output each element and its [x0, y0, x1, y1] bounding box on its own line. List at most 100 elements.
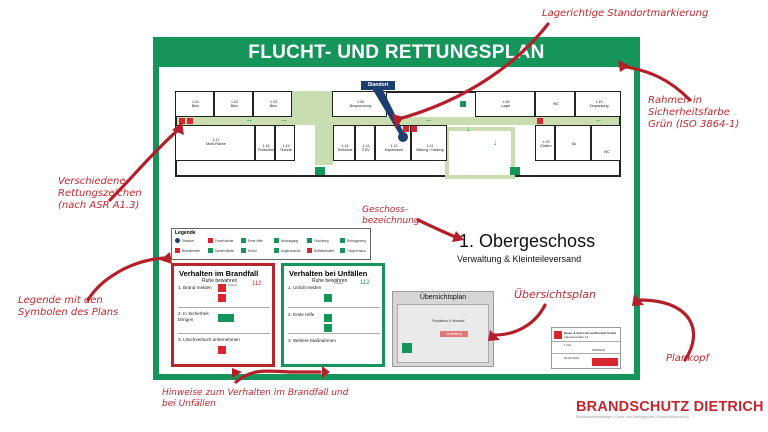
phone-number: 112 [360, 280, 370, 286]
fire-box-subtitle: Ruhe bewahren [202, 278, 238, 284]
divider [178, 307, 270, 308]
legend-item: Rettungsweg [340, 238, 366, 243]
plankopf-line: Industriestraße 12 [564, 335, 589, 339]
arrow-plankopf [638, 298, 696, 362]
standort-marker [398, 132, 408, 142]
fire-extinguisher-icon [179, 118, 185, 124]
accident-step-2: 2. Erste Hilfe [288, 312, 315, 317]
plan-title: FLUCHT- UND RETTUNGSPLAN [248, 42, 545, 63]
corridor-loop [445, 127, 515, 179]
plan-header: Bauer & Sohn Versandhandel GmbH Industri… [551, 327, 621, 369]
annotation-plankopf: Plankopf [666, 353, 710, 364]
legend-item: Notfallschalter [307, 248, 334, 253]
escape-arrow-icon: ↓ [493, 138, 497, 147]
escape-route-icon [307, 238, 312, 243]
fire-alarm-icon [175, 248, 180, 253]
fire-alarm-icon [411, 126, 417, 132]
standort-icon [175, 238, 180, 243]
divider [288, 333, 380, 334]
legend-item: Notausgang [274, 238, 298, 243]
company-logo-icon [554, 331, 562, 339]
annotation-rahmen: Rahmen in Sicherheitsfarbe Grün (ISO 386… [648, 95, 740, 130]
overview-plan: Übersichtsplan Produktion & Versand Verw… [392, 291, 494, 367]
plankopf-line: Bauer & Sohn Versandhandel GmbH [564, 331, 616, 335]
plankopf-line: 02.09.2016 [564, 356, 580, 360]
rescue-route-icon [340, 238, 345, 243]
escape-arrow-icon: ← [595, 115, 603, 124]
plankopf-line: 1.OG [564, 343, 572, 347]
plankopf-line: 00000001 [592, 348, 606, 352]
divider [288, 307, 380, 308]
brand-tagline: Brandschutzbeauftragte | Flucht- und Ret… [576, 415, 689, 419]
fire-extinguisher-icon [218, 346, 226, 354]
assembly-point-icon [208, 248, 213, 253]
stairs-icon [340, 248, 345, 253]
exit-icon [274, 238, 279, 243]
legend-item: Brandmelder [175, 248, 200, 253]
phone-label: Telefon: [334, 281, 344, 285]
legend-item: Feuerlöscher [208, 238, 234, 243]
annotation-geschoss: Geschoss-bezeichnung [362, 205, 420, 226]
room-du: Du [555, 125, 591, 161]
legend-item: Fluchtweg [307, 238, 329, 243]
emergency-call-icon [241, 248, 246, 253]
floor-subtitle: Verwaltung & Kleinteileversand [457, 254, 582, 264]
fire-instructions-box: Verhalten im Brandfall Ruhe bewahren 1. … [171, 263, 275, 367]
accident-instructions-box: Verhalten bei Unfällen Ruhe bewahren 1. … [281, 263, 385, 367]
corridor-hall [292, 91, 332, 117]
legend-item: Treppenhaus [340, 248, 366, 253]
accident-box-title: Verhalten bei Unfällen [289, 269, 368, 278]
room-wc-bottom: WC [591, 125, 621, 161]
brand-name: BRANDSCHUTZ DIETRICH [576, 399, 764, 415]
escape-arrow-icon: → [280, 115, 288, 124]
fire-extinguisher-icon [208, 238, 213, 243]
legend-item: Standort [175, 238, 194, 243]
fire-alarm-icon [218, 294, 226, 302]
phone-number: 112 [252, 281, 262, 287]
floor-title: 1. Obergeschoss [459, 231, 596, 251]
exit-sign-icon [218, 314, 234, 322]
plan-legend: Legende Standort Feuerlöscher Erste Hilf… [171, 228, 371, 260]
emergency-call-icon [324, 294, 332, 302]
standort-label: Standort [361, 81, 395, 90]
fire-alarm-icon [187, 118, 193, 124]
legend-item: Erste Hilfe [241, 238, 263, 243]
assembly-point-icon [402, 343, 412, 353]
overview-label: Produktion & Versand [431, 319, 465, 323]
accident-step-1: 1. Unfall melden [288, 285, 322, 290]
legend-title: Legende [175, 230, 196, 236]
phone-label: Telefon: [228, 283, 238, 287]
first-aid-icon [324, 314, 332, 322]
brand-stamp-icon [592, 358, 618, 366]
exit-sign-icon [510, 167, 520, 175]
escape-arrow-icon: ↓ [466, 124, 470, 133]
emergency-switch-icon [307, 248, 312, 253]
divider [552, 341, 620, 342]
phone-icon [218, 284, 226, 292]
overview-highlight: Verwaltung [440, 331, 468, 337]
exit-sign-icon [315, 167, 325, 175]
annotation-standort: Lagerichtige Standortmarkierung [542, 8, 709, 19]
first-aid-kit-icon [324, 324, 332, 332]
first-aid-icon [241, 238, 246, 243]
annotation-zeichen: Verschiedene Rettungszeichen (nach ASR A… [58, 176, 142, 211]
divider [552, 353, 620, 354]
annotation-hinweise: Hinweise zum Verhalten im Brandfall und … [162, 388, 349, 409]
eye-shower-icon [274, 248, 279, 253]
fire-step-2: 2. In Sicherheit bringen [178, 311, 209, 322]
fire-step-1: 1. Brand melden [178, 285, 212, 290]
accident-box-subtitle: Ruhe bewahren [312, 278, 348, 284]
annotation-legende: Legende mit den Symbolen des Plans [18, 295, 119, 318]
legend-item: Sammelstelle [208, 248, 234, 253]
